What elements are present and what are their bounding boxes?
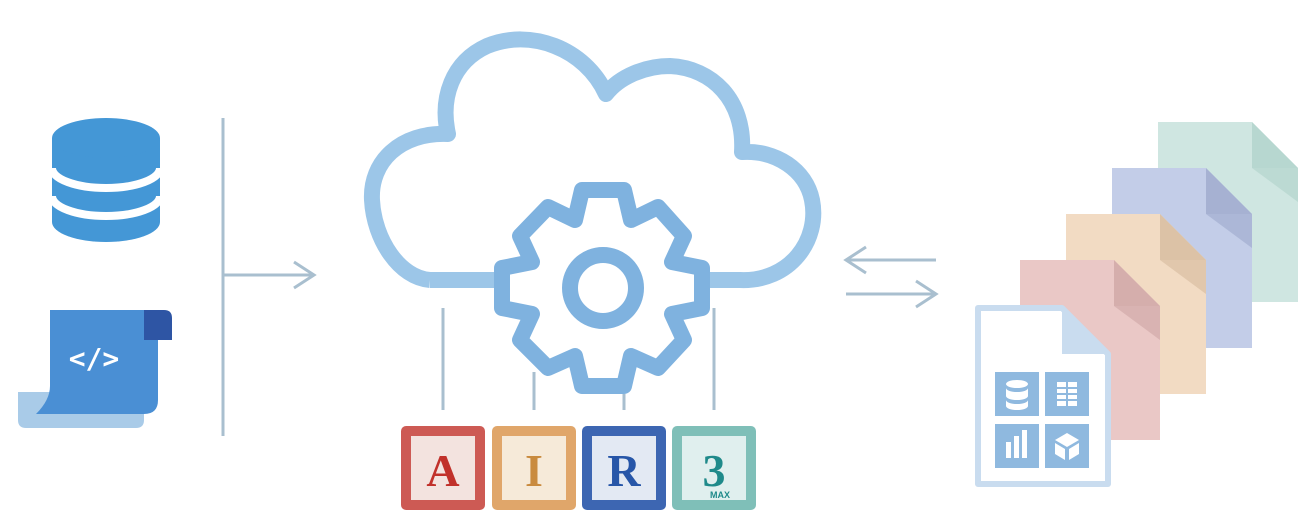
cloud-icon: [363, 31, 822, 289]
tile-cube: [1045, 424, 1089, 468]
revit-tile: R: [582, 426, 666, 510]
app-connectors: [441, 308, 716, 410]
database-icon: [48, 118, 164, 242]
tile-database: [995, 372, 1039, 416]
code-label: </>: [69, 342, 120, 375]
sync-arrows: [843, 245, 939, 309]
tile-bar-chart: [995, 424, 1039, 468]
code-script-icon: </>: [18, 310, 172, 428]
autocad-tile: A: [401, 426, 485, 510]
app-sub-label: MAX: [710, 490, 730, 500]
front-document: [975, 305, 1111, 487]
gear-icon: [494, 182, 710, 394]
app-letter: 3: [703, 445, 726, 496]
tile-table: [1045, 372, 1089, 416]
app-letter: R: [607, 445, 641, 496]
app-letter: I: [525, 445, 543, 496]
input-connector: [221, 118, 317, 436]
app-letter: A: [426, 445, 459, 496]
inventor-tile: I: [492, 426, 576, 510]
